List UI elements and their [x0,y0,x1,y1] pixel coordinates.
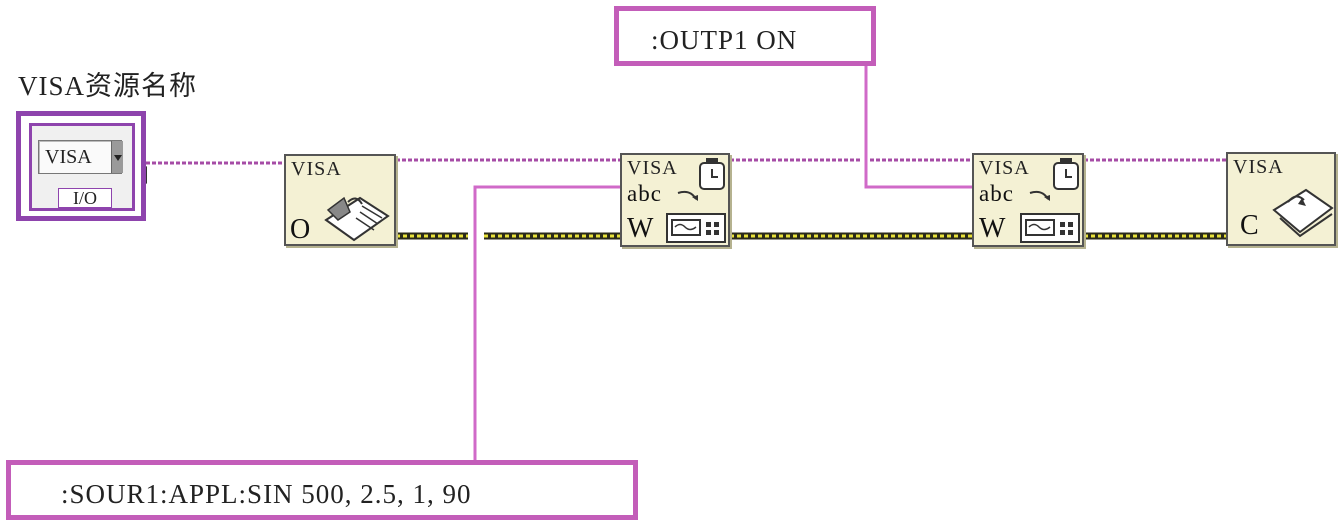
node-abc: abc [979,181,1014,206]
output-terminal-icon [147,166,159,184]
instrument-icon [666,213,726,243]
sour-command-constant[interactable]: :SOUR1:APPL:SIN 500, 2.5, 1, 90 [6,460,638,520]
visa-close-node[interactable]: VISA C [1226,152,1336,246]
node-letter: C [1240,210,1259,241]
node-title: VISA [627,157,678,179]
node-title: VISA [1233,156,1284,178]
close-book-icon [1272,188,1334,238]
string-wire-sour [473,185,620,462]
node-title: VISA [291,158,342,180]
visa-resource-wire [146,158,1226,165]
outp-command-constant[interactable]: :OUTP1 ON [614,6,876,66]
visa-write-node-1[interactable]: VISA abc W [620,153,730,247]
dropdown-arrow-icon[interactable] [111,141,123,173]
node-letter: W [979,213,1006,244]
visa-resource-control[interactable]: VISA I/O [16,111,159,221]
io-tag: I/O [58,188,112,208]
visa-resource-name-label: VISA资源名称 [18,71,198,101]
visa-resource-value: VISA [45,146,92,168]
instrument-icon [1020,213,1080,243]
visa-open-node[interactable]: VISA O [284,154,396,246]
node-letter: O [290,214,311,245]
write-arrow-icon [677,190,698,201]
outp-command-text: :OUTP1 ON [651,25,798,55]
visa-write-node-2[interactable]: VISA abc W [972,153,1084,247]
node-abc: abc [627,181,662,206]
string-wire-outp [864,62,972,189]
timer-clock-icon [1053,158,1079,190]
timer-clock-icon [699,158,725,190]
visa-control-frame: VISA I/O [29,123,135,211]
node-title: VISA [979,157,1030,179]
node-letter: W [627,213,654,244]
open-book-icon [324,196,390,242]
write-arrow-icon [1029,190,1050,201]
sour-command-text: :SOUR1:APPL:SIN 500, 2.5, 1, 90 [61,479,472,509]
visa-resource-field[interactable]: VISA [38,140,123,174]
